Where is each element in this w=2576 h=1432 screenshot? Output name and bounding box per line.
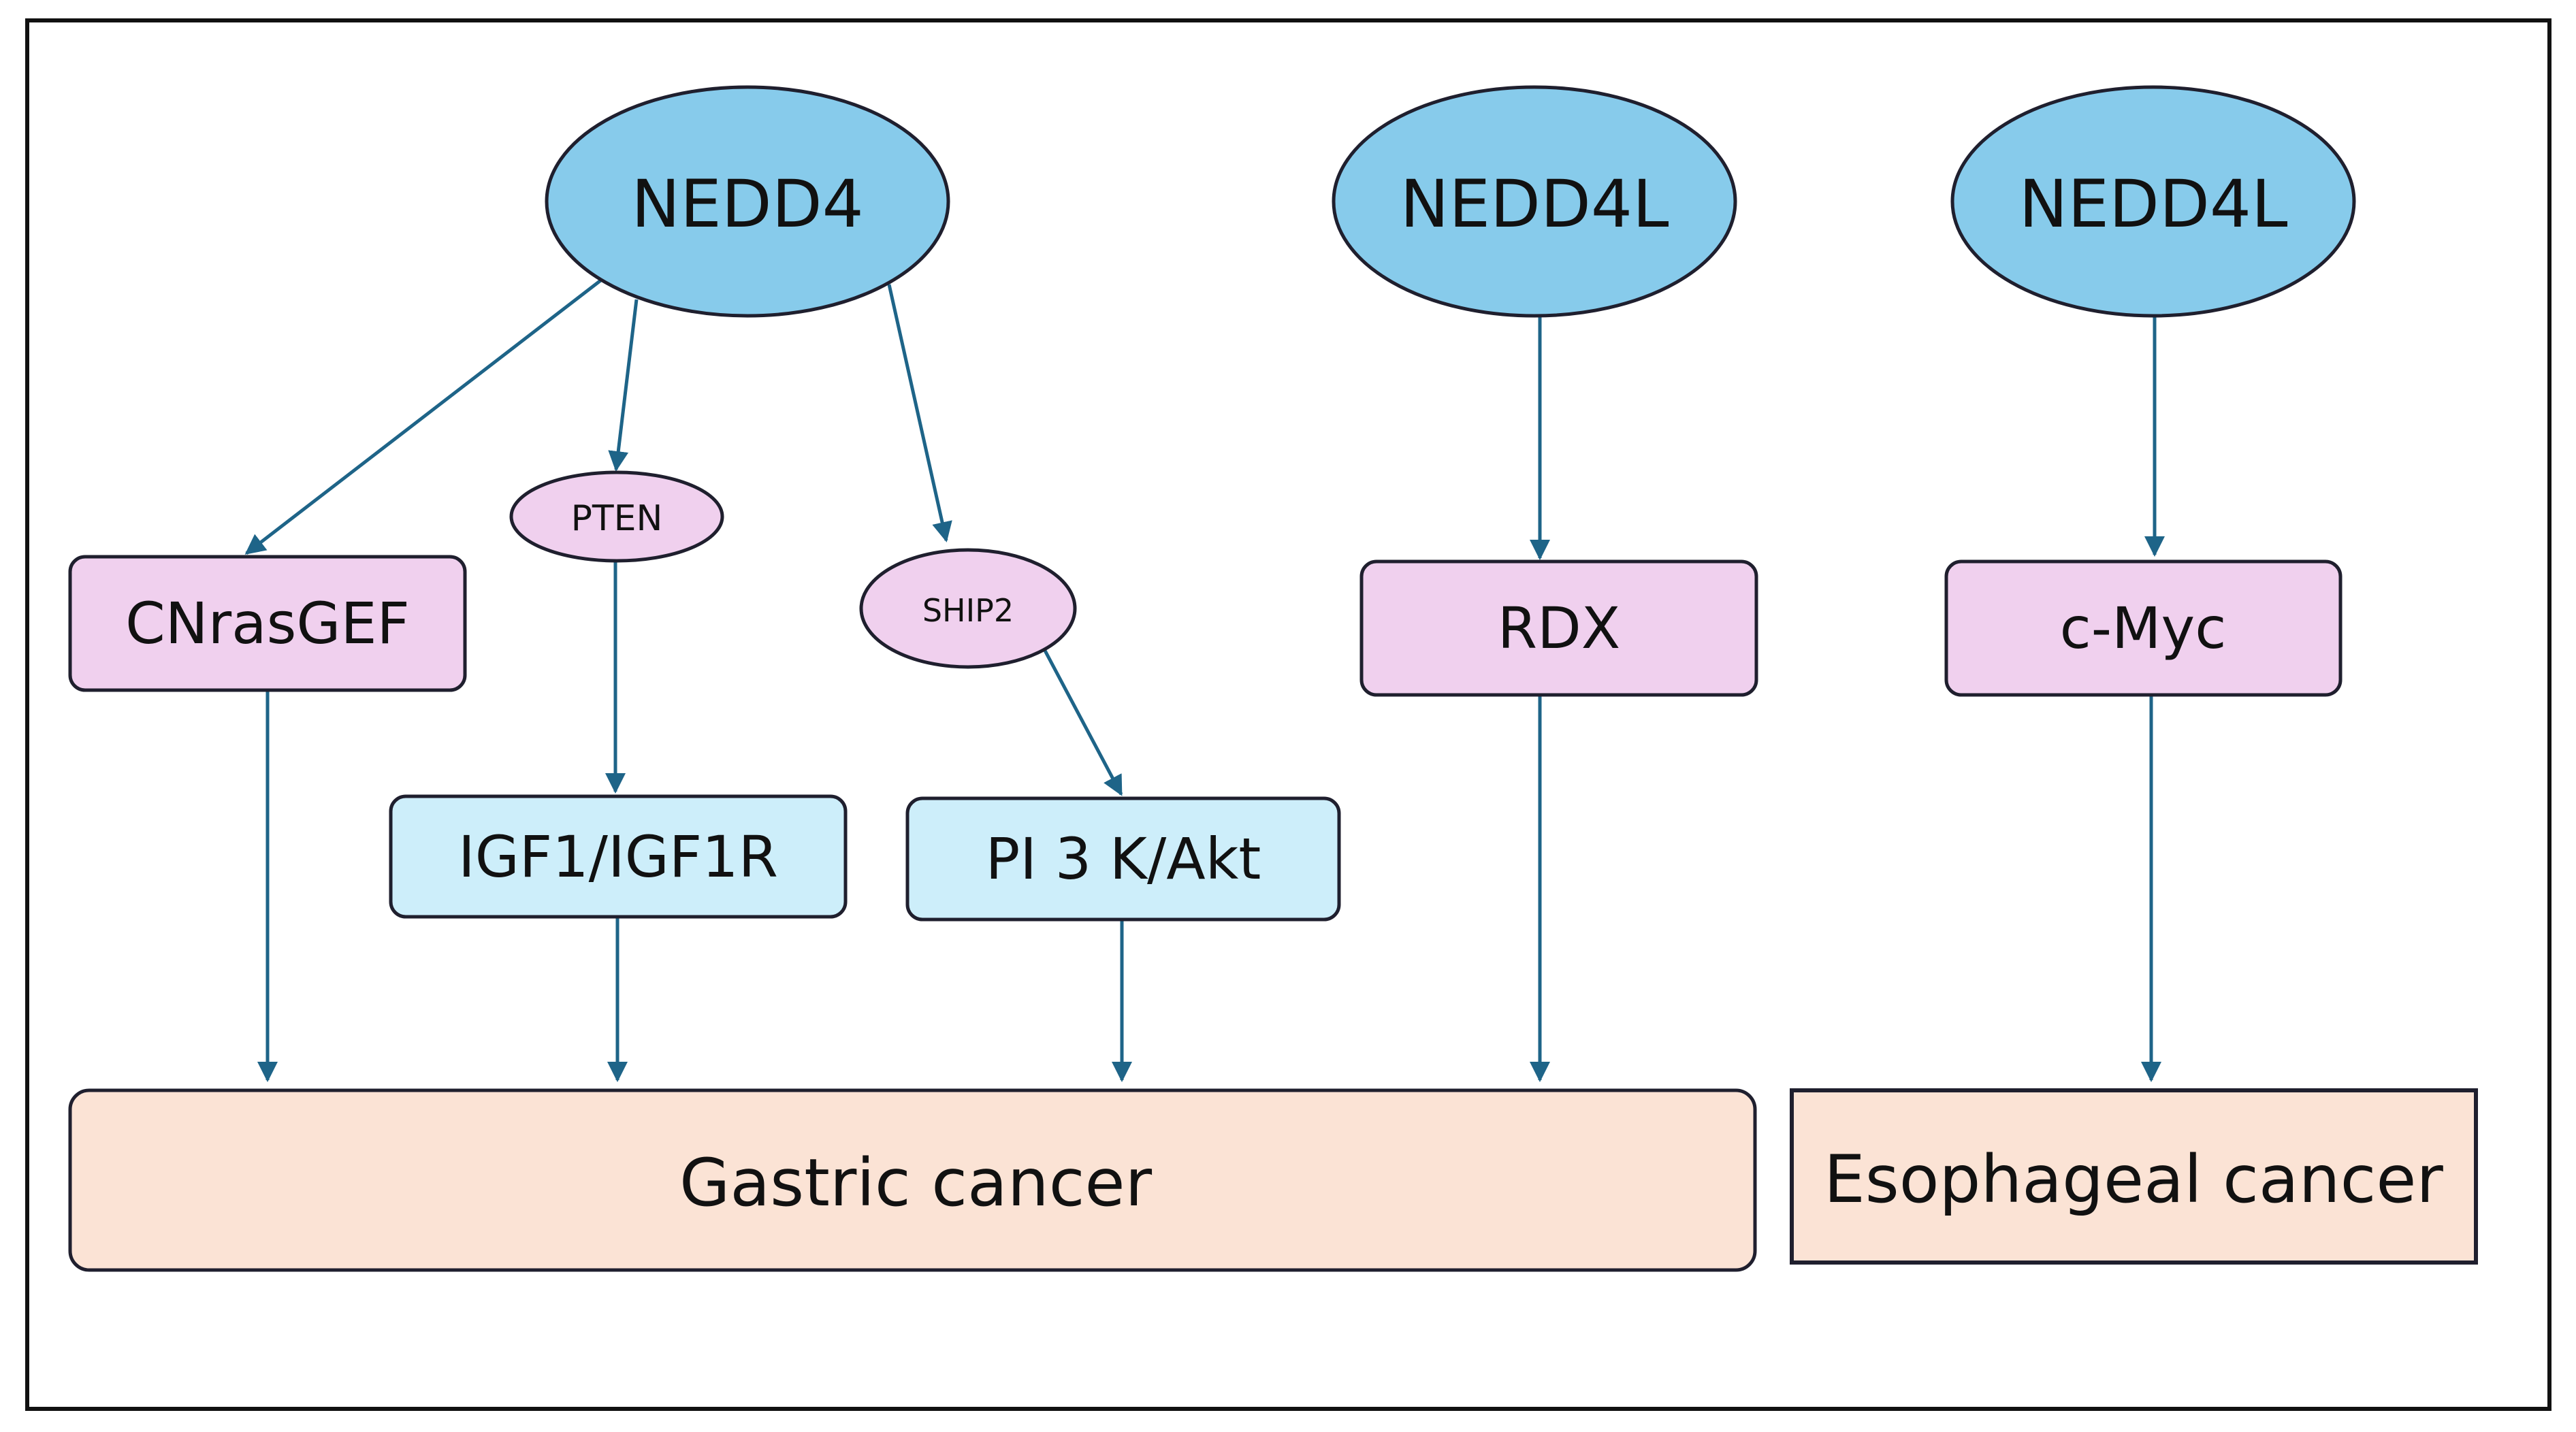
node-ship2-shape	[859, 548, 1077, 669]
node-igf1-igf1r: IGF1/IGF1R	[389, 794, 848, 919]
node-pi3k-akt-shape	[905, 796, 1341, 922]
node-gastric-cancer: Gastric cancer	[68, 1088, 1757, 1272]
node-gastric-cancer-shape	[68, 1088, 1757, 1272]
node-cnrasgef-shape	[68, 555, 467, 692]
node-rdx: RDX	[1359, 559, 1758, 697]
node-esophageal-cancer-shape	[1790, 1088, 2478, 1265]
arrow-nedd4-pten	[608, 299, 639, 472]
node-ship2-label: SHIP2	[922, 592, 1014, 629]
node-esophageal-cancer-label: Esophageal cancer	[1824, 1141, 2443, 1218]
node-ship2: SHIP2	[859, 548, 1077, 669]
node-cmyc: c-Myc	[1944, 559, 2342, 697]
node-cmyc-label: c-Myc	[2060, 595, 2227, 662]
node-nedd4-shape	[545, 85, 950, 318]
node-pi3k-akt: PI 3 K/Akt	[905, 796, 1341, 922]
node-nedd4: NEDD4	[545, 85, 950, 318]
node-nedd4l-gastric-shape	[1332, 85, 1737, 318]
arrow-ship2-pi3k	[1042, 648, 1123, 796]
node-cmyc-shape	[1944, 559, 2342, 697]
node-rdx-shape	[1359, 559, 1758, 697]
node-nedd4l-esophageal: NEDD4L	[1950, 85, 2356, 318]
node-nedd4-label: NEDD4	[631, 166, 863, 242]
node-igf1-igf1r-shape	[389, 794, 848, 919]
node-igf1-igf1r-label: IGF1/IGF1R	[458, 824, 778, 890]
node-cnrasgef: CNrasGEF	[68, 555, 467, 692]
node-pten: PTEN	[509, 470, 724, 563]
arrows	[244, 278, 2165, 1082]
node-nedd4l-gastric-label: NEDD4L	[1400, 166, 1669, 242]
node-cnrasgef-label: CNrasGEF	[125, 590, 410, 657]
arrow-nedd4-ship2	[887, 284, 952, 542]
node-gastric-cancer-label: Gastric cancer	[679, 1145, 1153, 1221]
node-esophageal-cancer: Esophageal cancer	[1790, 1088, 2478, 1265]
node-rdx-label: RDX	[1498, 595, 1621, 662]
node-nedd4l-esophageal-label: NEDD4L	[2019, 166, 2288, 242]
node-nedd4l-esophageal-shape	[1950, 85, 2356, 318]
node-pi3k-akt-label: PI 3 K/Akt	[986, 826, 1261, 892]
arrow-nedd4-cnrasgef	[244, 278, 604, 555]
node-pten-label: PTEN	[571, 498, 663, 539]
node-pten-shape	[509, 470, 724, 563]
node-nedd4l-gastric: NEDD4L	[1332, 85, 1737, 318]
